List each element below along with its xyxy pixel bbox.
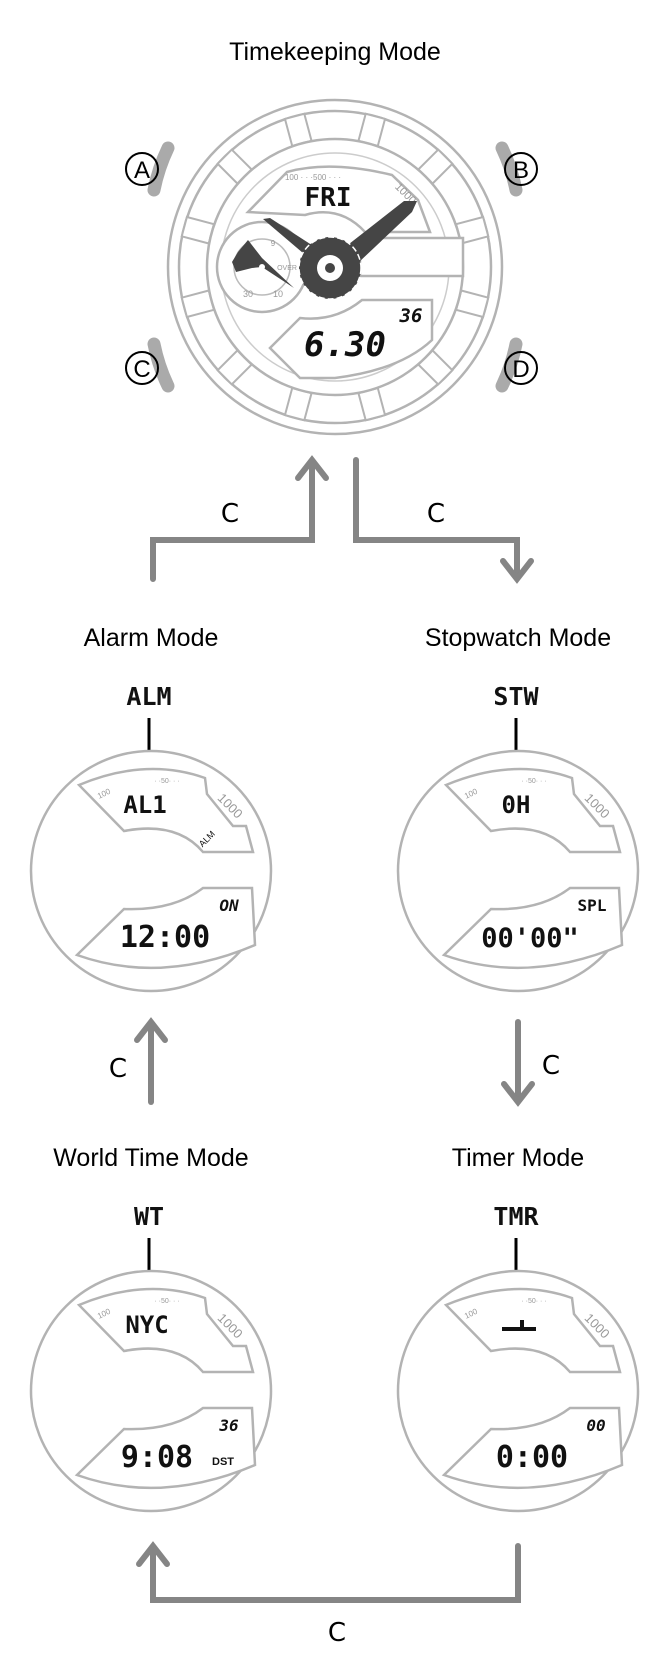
watch-face [396,749,640,993]
arrow-stopwatch-to-timer: C [501,1019,560,1107]
arrowhead-icon [500,558,534,584]
mode-title: World Time Mode [53,1144,248,1172]
flow-line [150,459,315,582]
scale-50: · ·50· · · [154,778,179,785]
corner-display: SPL [578,896,607,915]
button-d[interactable]: D [504,351,538,385]
subdial-label-9: 9 [271,239,276,248]
scale-100-500: 100 · · ·500 · · · [285,173,341,182]
flow-line [150,1543,521,1603]
timekeeping-mode-title: Timekeeping Mode [229,38,441,66]
day-display: FRI [305,183,352,213]
alarm-mode-panel: Alarm Mode ALM 100 · ·50· · · 1000 AL1 A… [29,624,273,993]
corner-display: ON [219,896,239,915]
lower-display: 9:08 [121,1440,193,1475]
button-c-circle [125,351,159,385]
upper-display: 0H [502,791,531,819]
button-c[interactable]: C [125,351,159,385]
mode-title: Alarm Mode [84,624,219,652]
button-a-circle [125,152,159,186]
corner-display: 00 [586,1416,605,1435]
transition-label: C [221,499,239,529]
scale-50: · ·50· · · [521,778,546,785]
arrow-timer-to-worldtime: C [136,1541,521,1648]
mode-title: Timer Mode [452,1144,584,1172]
flow-line [353,457,520,580]
corner-display: 36 [218,1416,239,1435]
button-d-shape[interactable] [495,337,523,393]
world-time-mode-panel: World Time Mode WT 100 · ·50· · · 1000 N… [29,1144,273,1513]
lower-display: 00'00" [481,923,579,954]
watch-face [396,1269,640,1513]
lower-display-window [268,298,434,380]
arrow-worldtime-to-alarm: C [109,1017,168,1105]
timer-mode-panel: Timer Mode TMR 100 · ·50· · · 1000 00 0:… [396,1144,640,1513]
dst-tag: DST [212,1456,234,1468]
lower-display: 0:00 [496,1440,568,1475]
stopwatch-mode-panel: Stopwatch Mode STW 100 · ·50· · · 1000 0… [396,624,640,993]
button-a-shape[interactable] [147,141,175,197]
button-a-label: A [134,157,150,184]
seconds-display: 36 [399,305,423,327]
watch-face [29,1269,273,1513]
timer-segment-icon [502,1320,536,1331]
button-c-shape[interactable] [147,337,175,393]
arrowhead-icon [136,1541,170,1567]
arrowhead-icon [134,1017,168,1043]
mode-indicator: STW [493,682,539,711]
transition-label: C [542,1051,560,1081]
arrowhead-icon [295,455,329,481]
mode-indicator: WT [134,1202,164,1231]
lower-display: 12:00 [120,920,210,955]
button-b-shape[interactable] [495,141,523,197]
subdial-hand [232,240,294,288]
center-pin [325,263,335,273]
button-a[interactable]: A [125,152,159,186]
button-b-circle [504,152,538,186]
subdial-label-10: 10 [273,289,283,299]
bezel-segments [180,112,490,422]
button-d-circle [504,351,538,385]
main-watch: 30 10 9 OVER 100 · · ·500 · · · 1000 FRI… [125,98,538,436]
subdial-label-30: 30 [243,289,253,299]
mode-title: Stopwatch Mode [425,624,611,652]
transition-label: C [109,1054,127,1084]
mode-indicator: TMR [493,1202,539,1231]
date-display: 6.30 [304,325,386,365]
scale-50: · ·50· · · [521,1298,546,1305]
subdial-pin [259,264,265,270]
button-b-label: B [513,157,529,184]
mode-indicator: ALM [126,682,171,711]
upper-display: AL1 [123,791,166,819]
transition-label: C [427,499,445,529]
upper-display-window [245,165,432,234]
arrow-alarm-to-timekeeping: C [150,455,329,582]
button-b[interactable]: B [504,152,538,186]
upper-display: NYC [125,1311,168,1339]
watch-face [29,749,273,993]
button-c-label: C [133,356,150,383]
transition-label: C [328,1618,346,1648]
over-label: OVER [277,265,297,272]
button-d-label: D [512,356,529,383]
scale-50: · ·50· · · [154,1298,179,1305]
arrowhead-icon [501,1081,535,1107]
arrow-timekeeping-to-stopwatch: C [353,457,534,584]
